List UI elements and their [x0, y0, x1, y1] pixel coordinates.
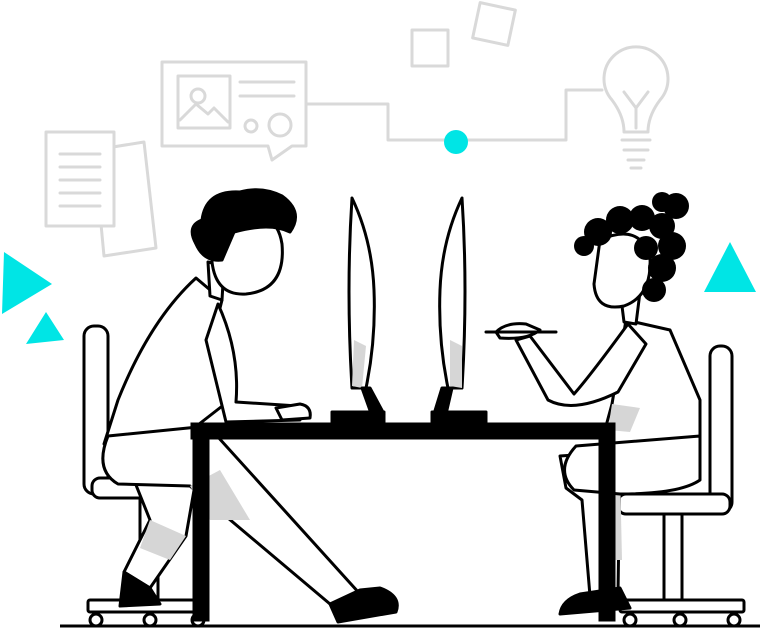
- background-decor: [44, 1, 670, 258]
- triangle-icon: [2, 252, 52, 314]
- accent-dot: [444, 130, 468, 154]
- document-icon: [44, 130, 158, 258]
- connector-line: [304, 88, 604, 142]
- lightbulb-icon: [602, 45, 670, 170]
- square-icon: [471, 1, 517, 47]
- right-chair: [616, 344, 746, 628]
- image-card-icon: [160, 60, 308, 162]
- triangle-icon: [704, 242, 756, 292]
- man-hand: [274, 402, 312, 422]
- desk: [190, 422, 616, 622]
- right-monitor: [430, 196, 488, 426]
- curly-hair: [574, 192, 689, 302]
- triangle-icon: [26, 312, 64, 344]
- square-icon: [410, 28, 450, 68]
- woman-figure: [484, 192, 702, 616]
- man-figure: [101, 188, 399, 624]
- left-monitor: [330, 196, 386, 426]
